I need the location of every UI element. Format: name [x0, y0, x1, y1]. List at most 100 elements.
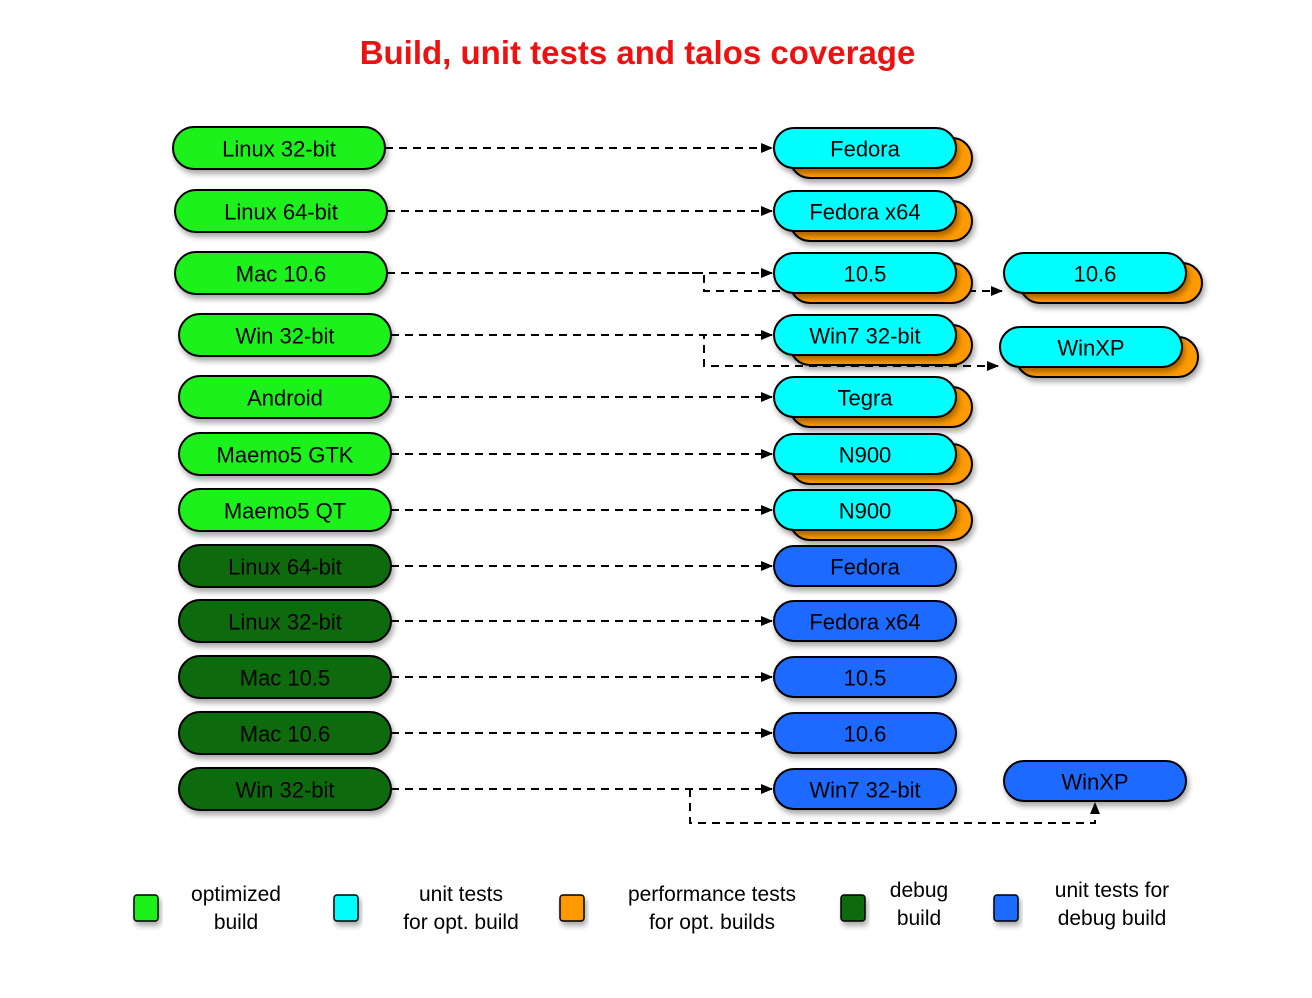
extra-target-0-label: 10.6 [1074, 262, 1117, 287]
target-4-shape [773, 376, 957, 418]
target-1: Fedora x64 [773, 190, 957, 232]
build-6-label: Maemo5 QT [224, 499, 346, 524]
build-10: Mac 10.6 [178, 711, 392, 755]
extra-target-2-shape [1003, 760, 1187, 802]
legend-swatch-3 [840, 894, 866, 922]
legend-swatch-2 [559, 894, 585, 922]
build-6-shape [178, 488, 392, 532]
build-7: Linux 64-bit [178, 544, 392, 588]
target-10-shape [773, 712, 957, 754]
extra-target-1: WinXP [999, 326, 1183, 368]
target-0-shape [773, 127, 957, 169]
target-10-label: 10.6 [844, 722, 887, 747]
target-6: N900 [773, 489, 957, 531]
target-5-shape [773, 433, 957, 475]
build-3-label: Win 32-bit [235, 324, 334, 349]
build-0-shape [172, 126, 386, 170]
build-9-label: Mac 10.5 [240, 666, 331, 691]
target-8: Fedora x64 [773, 600, 957, 642]
target-3-label: Win7 32-bit [809, 324, 920, 349]
target-7: Fedora [773, 545, 957, 587]
diagram-title: Build, unit tests and talos coverage [359, 34, 916, 71]
extra-target-1-shape [999, 326, 1183, 368]
target-0-label: Fedora [830, 137, 900, 162]
build-8: Linux 32-bit [178, 599, 392, 643]
extra-target-0-shape [1003, 252, 1187, 294]
target-6-label: N900 [839, 499, 892, 524]
extra-target-0: 10.6 [1003, 252, 1187, 294]
target-11: Win7 32-bit [773, 768, 957, 810]
target-5: N900 [773, 433, 957, 475]
target-8-shape [773, 600, 957, 642]
build-7-shape [178, 544, 392, 588]
build-0-label: Linux 32-bit [222, 137, 336, 162]
target-1-shape [773, 190, 957, 232]
target-9-label: 10.5 [844, 666, 887, 691]
target-3-shape [773, 314, 957, 356]
edge-extra-2 [689, 789, 1100, 824]
legend-swatch-0 [133, 894, 159, 922]
build-5: Maemo5 GTK [178, 432, 392, 476]
target-7-label: Fedora [830, 555, 900, 580]
build-1: Linux 64-bit [174, 189, 388, 233]
build-2-label: Mac 10.6 [236, 262, 327, 287]
build-11-shape [178, 767, 392, 811]
target-9: 10.5 [773, 656, 957, 698]
build-6: Maemo5 QT [178, 488, 392, 532]
target-2-label: 10.5 [844, 262, 887, 287]
extra-target-1-label: WinXP [1057, 336, 1124, 361]
build-4: Android [178, 375, 392, 419]
target-4-label: Tegra [837, 386, 893, 411]
legend-swatch-1 [333, 894, 359, 922]
target-1-label: Fedora x64 [809, 200, 920, 225]
build-8-shape [178, 599, 392, 643]
build-8-label: Linux 32-bit [228, 610, 342, 635]
target-11-shape [773, 768, 957, 810]
target-7-shape [773, 545, 957, 587]
build-2-shape [174, 251, 388, 295]
build-2: Mac 10.6 [174, 251, 388, 295]
legend-swatch-4 [993, 894, 1019, 922]
build-4-shape [178, 375, 392, 419]
target-2-shape [773, 252, 957, 294]
build-9-shape [178, 655, 392, 699]
build-11-label: Win 32-bit [235, 778, 334, 803]
target-5-label: N900 [839, 443, 892, 468]
build-10-label: Mac 10.6 [240, 722, 331, 747]
target-8-label: Fedora x64 [809, 610, 920, 635]
target-2: 10.5 [773, 252, 957, 294]
target-11-label: Win7 32-bit [809, 778, 920, 803]
extra-target-2: WinXP [1003, 760, 1187, 802]
build-9: Mac 10.5 [178, 655, 392, 699]
extra-target-2-label: WinXP [1061, 770, 1128, 795]
target-6-shape [773, 489, 957, 531]
target-10: 10.6 [773, 712, 957, 754]
build-5-label: Maemo5 GTK [217, 443, 354, 468]
build-1-label: Linux 64-bit [224, 200, 338, 225]
target-4: Tegra [773, 376, 957, 418]
build-5-shape [178, 432, 392, 476]
target-0: Fedora [773, 127, 957, 169]
build-3-shape [178, 313, 392, 357]
build-7-label: Linux 64-bit [228, 555, 342, 580]
build-10-shape [178, 711, 392, 755]
target-3: Win7 32-bit [773, 314, 957, 356]
edges-layer [385, 143, 1100, 824]
build-11: Win 32-bit [178, 767, 392, 811]
build-0: Linux 32-bit [172, 126, 386, 170]
build-4-label: Android [247, 386, 323, 411]
target-9-shape [773, 656, 957, 698]
